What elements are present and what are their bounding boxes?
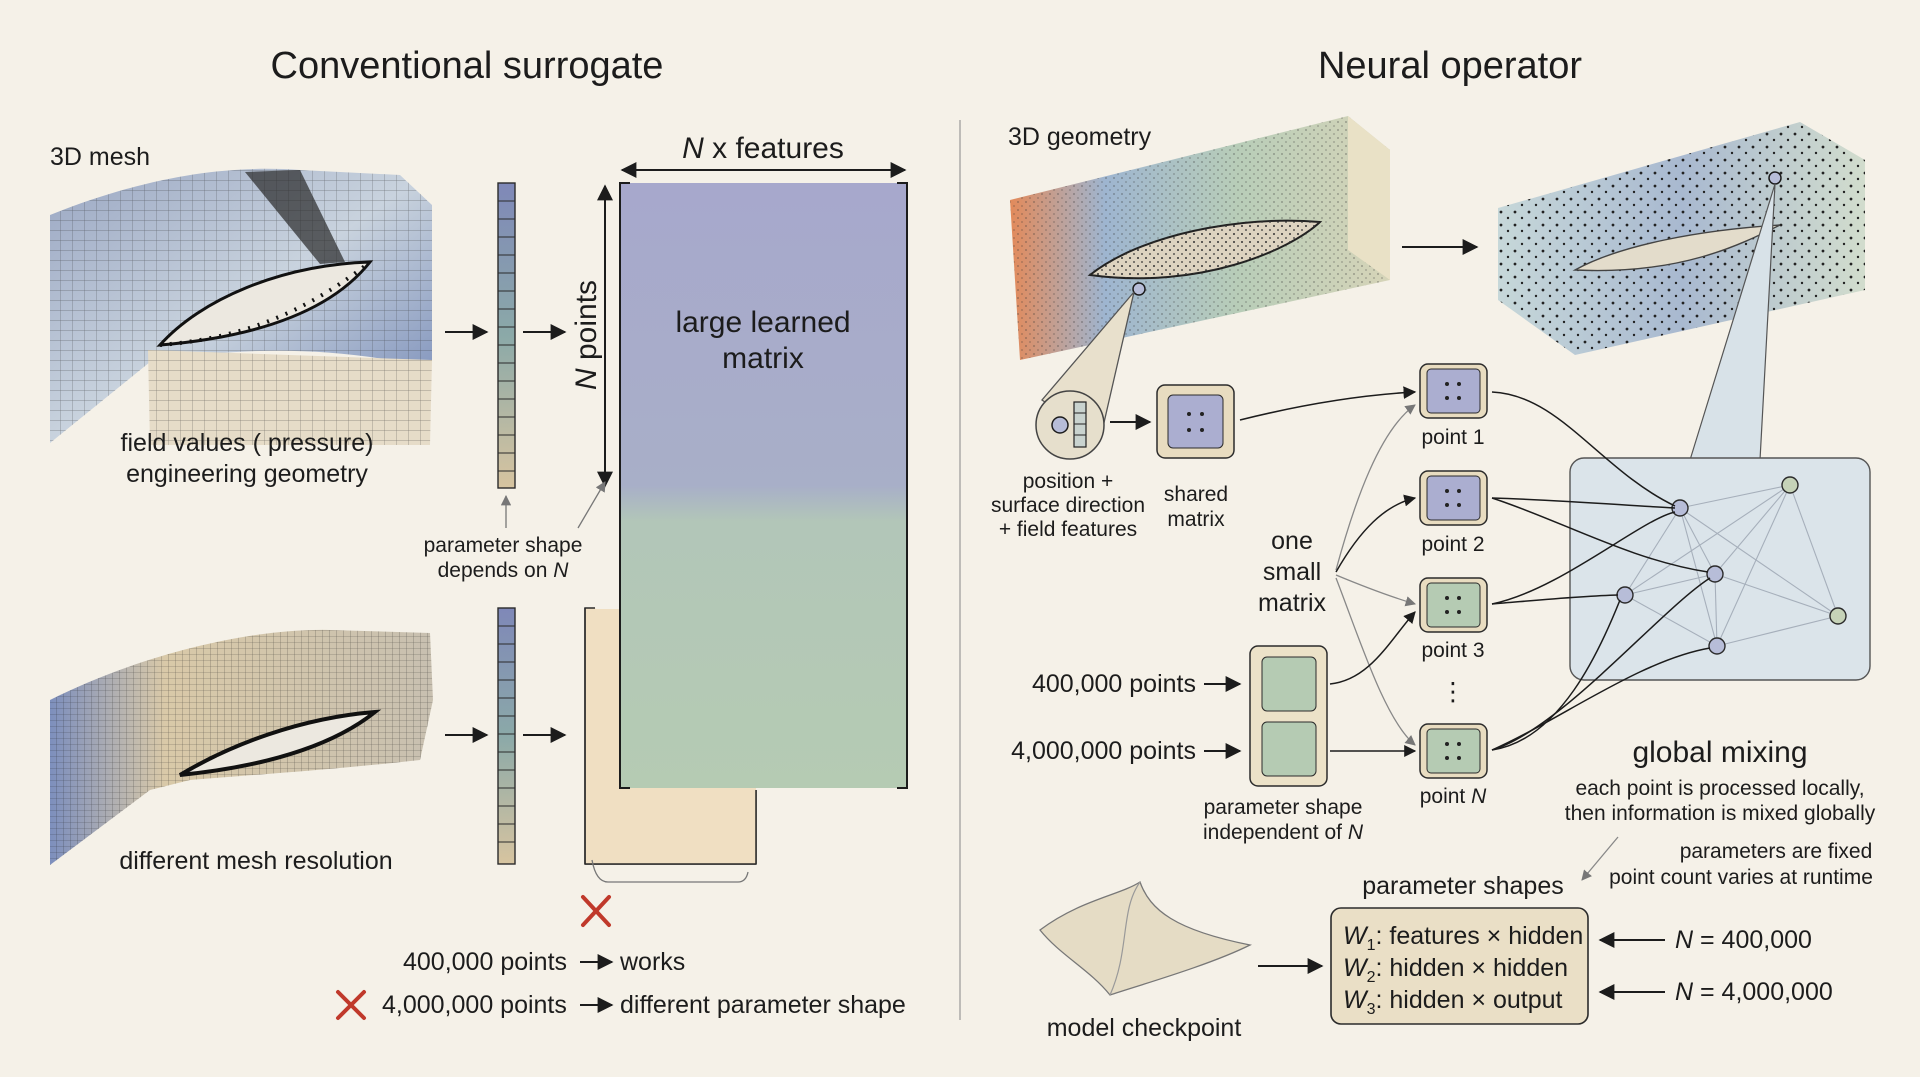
point-cloud-3d xyxy=(1498,122,1865,355)
w1-row: W1: features × hidden xyxy=(1343,922,1583,954)
features-dimension-label: N x features xyxy=(682,132,844,165)
matrix-label-2: matrix xyxy=(722,342,804,375)
works-result: works xyxy=(619,948,685,976)
arrow-small-to-point3 xyxy=(1335,574,1416,607)
fixed-pointer xyxy=(1581,836,1619,881)
fail-x-icon xyxy=(581,895,611,927)
mesh-3d-bottom xyxy=(50,629,433,865)
left-title: Conventional surrogate xyxy=(271,45,664,87)
global-mixing-line-1: each point is processed locally, xyxy=(1575,777,1864,800)
mesh-label: 3D mesh xyxy=(50,143,150,171)
arrow-small-to-pointn xyxy=(1335,577,1416,746)
one-small-label-2: small xyxy=(1263,558,1321,586)
param-shape-label-2: depends on N xyxy=(438,559,570,582)
independent-matrix-stack xyxy=(1249,645,1328,787)
fixed-label-2: point count varies at runtime xyxy=(1609,866,1873,889)
geometry-3d xyxy=(1010,116,1390,360)
param-shape-label-1: parameter shape xyxy=(424,534,583,557)
n-400k-label: N = 400,000 xyxy=(1675,926,1812,954)
independent-label-1: parameter shape xyxy=(1204,796,1363,819)
points-dimension-label: N points xyxy=(570,280,603,390)
point-ellipsis: ⋮ xyxy=(1441,678,1466,706)
w3-row: W3: hidden × output xyxy=(1343,986,1563,1018)
independent-label-2: independent of N xyxy=(1203,821,1364,844)
matrix-label-1: large learned xyxy=(675,306,850,339)
arrow-small-to-point1 xyxy=(1335,404,1416,571)
checkpoint-label: model checkpoint xyxy=(1047,1014,1242,1042)
geometry-label: 3D geometry xyxy=(1008,123,1152,151)
point-2-label: point 2 xyxy=(1421,533,1484,556)
n-4m-label: N = 4,000,000 xyxy=(1675,978,1833,1006)
one-small-label-3: matrix xyxy=(1258,589,1327,617)
shared-matrix xyxy=(1156,384,1235,459)
input-feature-lens xyxy=(1035,390,1105,460)
point-matrix-1 xyxy=(1419,363,1488,419)
input-label-2: surface direction xyxy=(991,494,1145,517)
point-3-label: point 3 xyxy=(1421,639,1484,662)
fails-count: 4,000,000 points xyxy=(382,991,567,1019)
param-pointer-right xyxy=(577,481,606,529)
global-mixing-panel xyxy=(1569,457,1871,681)
fixed-label-1: parameters are fixed xyxy=(1680,840,1873,863)
field-label-2: engineering geometry xyxy=(126,460,368,488)
shared-label-1: shared xyxy=(1164,483,1228,506)
arrow-stack-to-point3 xyxy=(1329,611,1416,685)
point-matrix-2 xyxy=(1419,470,1488,526)
input-label-3: + field features xyxy=(999,518,1137,541)
right-title: Neural operator xyxy=(1318,45,1582,87)
model-checkpoint-icon xyxy=(1039,881,1252,996)
param-shapes-box xyxy=(1330,907,1589,1025)
input-label-1: position + xyxy=(1023,470,1113,493)
param-shapes-title: parameter shapes xyxy=(1362,872,1564,900)
count-4m: 4,000,000 points xyxy=(1011,737,1196,765)
point-1-label: point 1 xyxy=(1421,426,1484,449)
fails-result: different parameter shape xyxy=(620,991,906,1019)
point-n-label: point N xyxy=(1420,785,1487,808)
point-matrix-3 xyxy=(1419,577,1488,633)
large-learned-matrix xyxy=(619,182,908,789)
count-400k: 400,000 points xyxy=(1032,670,1196,698)
arrow-shared-to-point1 xyxy=(1239,386,1417,421)
shared-label-2: matrix xyxy=(1167,508,1225,531)
mesh-3d-top xyxy=(50,168,432,445)
w2-row: W2: hidden × hidden xyxy=(1343,954,1568,986)
point-matrix-n xyxy=(1419,723,1488,779)
resolution-label: different mesh resolution xyxy=(119,847,392,875)
global-mixing-line-2: then information is mixed globally xyxy=(1565,802,1876,825)
global-mixing-title: global mixing xyxy=(1632,736,1807,769)
feature-vector-bottom xyxy=(497,607,516,865)
field-label-1: field values ( pressure) xyxy=(121,429,374,457)
arrow-small-to-point2 xyxy=(1335,494,1417,573)
feature-vector-top xyxy=(497,182,516,489)
works-row: 400,000 points xyxy=(403,948,567,976)
fail-x-icon-row xyxy=(336,990,366,1020)
one-small-label-1: one xyxy=(1271,527,1313,555)
point-to-mixing-lines xyxy=(1491,391,1711,751)
